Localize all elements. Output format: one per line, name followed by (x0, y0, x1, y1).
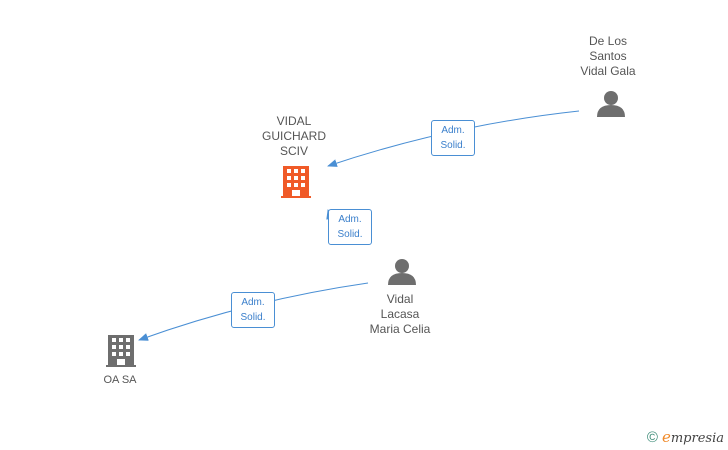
node-label-line: Vidal Gala (580, 64, 636, 78)
edge-label-vidal-lacasa-oa-sa[interactable]: Adm. Solid. (231, 292, 275, 328)
node-label-line: VIDAL (276, 114, 312, 128)
edge-label-line: Solid. (440, 140, 466, 151)
node-label-line: Santos (589, 49, 627, 63)
edge-label-line: Solid. (337, 229, 363, 240)
node-label-line: Lacasa (380, 307, 420, 321)
edge-label-line: Adm. (241, 297, 265, 308)
brand-rest: mpresia (670, 431, 724, 446)
edge-label-line: Solid. (240, 312, 266, 323)
node-label-line: De Los (588, 34, 628, 48)
node-label-line: Maria Celia (369, 322, 431, 336)
node-label-vidal-guichard[interactable]: VIDAL GUICHARD SCIV (234, 114, 354, 159)
footer-brand: © empresia (647, 428, 724, 446)
person-icon[interactable] (388, 259, 416, 285)
node-label-line: OA SA (103, 374, 137, 386)
node-label-line: GUICHARD (261, 129, 326, 143)
copyright-icon: © (646, 428, 658, 446)
node-label-line: Vidal (386, 292, 414, 306)
edge-label-vidal-lacasa-guichard[interactable]: Adm. Solid. (328, 209, 372, 245)
node-label-oa-sa[interactable]: OA SA (60, 373, 180, 388)
node-label-vidal-lacasa[interactable]: Vidal Lacasa Maria Celia (340, 292, 460, 337)
person-icon[interactable] (597, 91, 625, 117)
brand-first-letter: e (661, 428, 671, 446)
edge-label-line: Adm. (441, 125, 465, 136)
building-icon[interactable] (106, 335, 136, 367)
edge-label-de-los-santos[interactable]: Adm. Solid. (431, 120, 475, 156)
edge-label-line: Adm. (338, 214, 362, 225)
brand-logo[interactable]: empresia (662, 428, 724, 446)
node-label-line: SCIV (279, 144, 308, 158)
node-label-de-los-santos[interactable]: De Los Santos Vidal Gala (548, 34, 668, 79)
building-icon[interactable] (281, 166, 311, 198)
